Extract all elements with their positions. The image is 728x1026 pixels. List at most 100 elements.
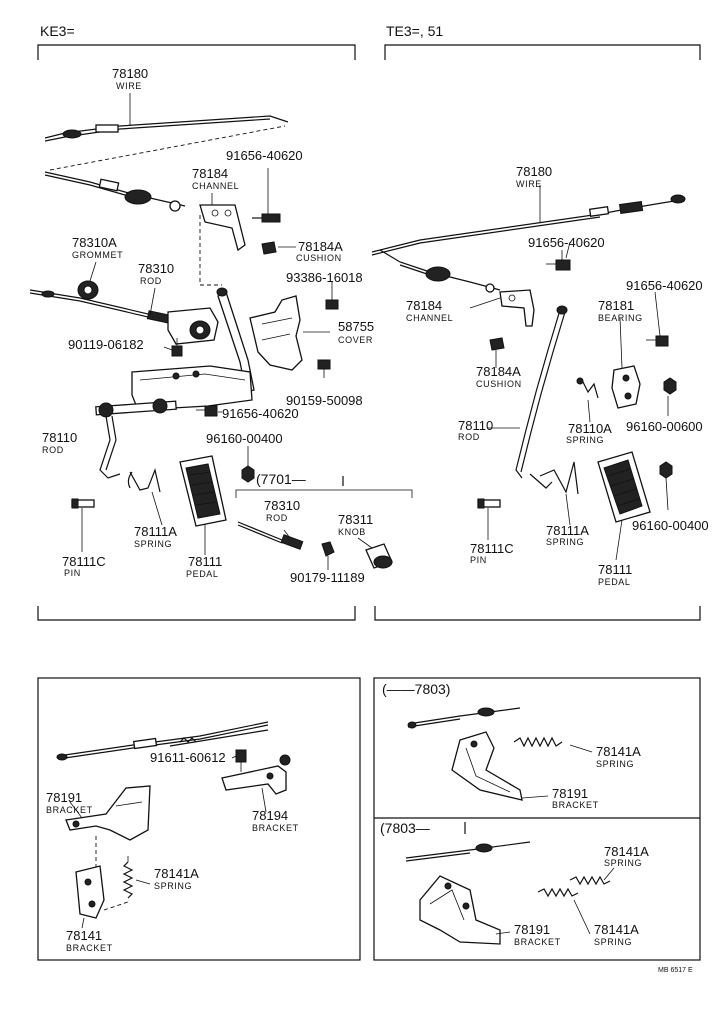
part-number-78141a-right-a: 78141A [596, 744, 641, 759]
cable-lower-right-a [407, 707, 521, 729]
bracket-78191-right-b [419, 875, 501, 945]
part-number-78141a-right-b: 78141A [594, 922, 639, 937]
part-number-78180-right: 78180 [516, 164, 552, 179]
bracket-78191-right-a [451, 731, 523, 801]
screw-91656-left [252, 205, 281, 223]
part-name-78310a: GROMMET [72, 250, 123, 260]
cable-lower-right-b [405, 841, 531, 862]
part-name-78184-left: CHANNEL [192, 181, 239, 191]
part-number-78181: 78181 [598, 298, 634, 313]
part-number-78191-right-b: 78191 [514, 922, 550, 937]
part-name-58755: COVER [338, 335, 373, 345]
part-number-78111c-right: 78111C [470, 541, 514, 556]
lower-right-panel-a [407, 707, 563, 801]
part-name-78191-right-b: BRACKET [514, 937, 561, 947]
lower-left-panel [56, 721, 291, 919]
channel-78184-left [199, 204, 246, 252]
part-name-78184a-right: CUSHION [476, 379, 522, 389]
bolt-91611 [235, 749, 247, 772]
part-name-78110-right: ROD [458, 432, 480, 442]
part-number-96160-right-b: 96160-00400 [632, 518, 709, 533]
part-number-78111a-left: 78111A [134, 524, 177, 539]
part-number-91656-left-a: 91656-40620 [226, 148, 303, 163]
part-name-78111-left: PEDAL [186, 569, 219, 579]
part-name-78191-right-a: BRACKET [552, 800, 599, 810]
spring-78110a [576, 377, 599, 399]
part-name-78110-left: ROD [42, 445, 64, 455]
part-number-78191-right-a: 78191 [552, 786, 588, 801]
spring-78141a-right-a [513, 736, 563, 748]
bracket-78194 [221, 754, 291, 795]
part-number-78191-lower-left: 78191 [46, 790, 82, 805]
part-number-91611: 91611-60612 [150, 750, 226, 765]
rod-78310-sub [237, 521, 335, 557]
te3-assembly [371, 194, 686, 523]
part-number-78180-left: 78180 [112, 66, 148, 81]
screw-91656-right-b [646, 335, 669, 347]
part-number-78110a: 78110A [568, 421, 612, 436]
part-name-78310-sub: ROD [266, 513, 288, 523]
bracket-78191-left [65, 785, 151, 841]
part-number-96160-left: 96160-00400 [206, 431, 283, 446]
part-name-78111c-right: PIN [470, 555, 487, 565]
part-number-78184-left: 78184 [192, 166, 228, 181]
part-number-78110-left: 78110 [42, 430, 77, 445]
part-name-78310-left: ROD [140, 276, 162, 286]
nut-96160-right-a [663, 377, 677, 395]
nut-96160-right-b [659, 461, 673, 479]
pedal-shaft-left [95, 398, 177, 418]
part-number-78184a-left: 78184A [298, 239, 343, 254]
bearing-78181 [611, 365, 641, 409]
part-name-78311: KNOB [338, 527, 366, 537]
grommet-78310a [77, 280, 99, 300]
part-number-90159: 90159-50098 [286, 393, 363, 408]
part-number-78141a-lower-left: 78141A [154, 866, 199, 881]
part-name-78184a-left: CUSHION [296, 253, 342, 263]
pedal-78111-right [597, 451, 651, 523]
wire-78180-left [44, 115, 289, 142]
part-number-78141: 78141 [66, 928, 102, 943]
part-number-91656-right-a: 91656-40620 [528, 235, 605, 250]
part-name-78111a-left: SPRING [134, 539, 172, 549]
part-name-78181: BEARING [598, 313, 643, 323]
part-number-90179: 90179-11189 [290, 570, 365, 585]
part-name-78191-lower-left: BRACKET [46, 805, 93, 815]
rod-78110-left [99, 415, 121, 479]
range-label-lower-right-a: (——7803) [382, 681, 450, 697]
part-number-78310-left: 78310 [138, 261, 174, 276]
range-label-left-sub: (7701— [256, 471, 306, 487]
section-brackets [37, 44, 701, 961]
labels-top-right: 78180 WIRE 91656-40620 78184 CHANNEL 916… [406, 164, 709, 587]
nut-96160-left [241, 465, 255, 483]
pedal-pivot-block [167, 307, 219, 345]
lower-right-panel-b [405, 841, 611, 945]
model-label-right: TE3=, 51 [386, 23, 443, 39]
part-name-78141a-right-a: SPRING [596, 759, 634, 769]
bolt-90159 [317, 359, 331, 378]
part-name-78141a-lower-left: SPRING [154, 881, 192, 891]
knob-78311 [365, 543, 393, 569]
wire-78180-right [371, 194, 686, 256]
range-label-lower-right-b: (7803— [380, 820, 430, 836]
channel-78184-right [499, 289, 535, 327]
labels-top-left: 78180 WIRE 91656-40620 78184 CHANNEL 783… [42, 66, 374, 585]
figure-code: MB 6517 E [658, 967, 693, 974]
pin-78111c-left [71, 498, 95, 509]
part-number-78141a-right-b-top: 78141A [604, 844, 649, 859]
spring-78141a-left [122, 856, 134, 899]
bolt-90119 [171, 338, 183, 357]
screw-91656-right-a [546, 250, 571, 271]
part-number-78111a-right: 78111A [546, 523, 589, 538]
part-number-78311: 78311 [338, 512, 373, 527]
part-name-78141a-right-b-top: SPRING [604, 858, 642, 868]
part-number-78194: 78194 [252, 808, 288, 823]
cushion-78184a-left [261, 241, 296, 255]
part-name-78111c-left: PIN [64, 568, 81, 578]
screw-91656-lower-left [196, 405, 218, 417]
spring-78111a-left [127, 467, 161, 493]
part-number-78310a: 78310A [72, 235, 117, 250]
part-number-78111c-left: 78111C [62, 554, 106, 569]
part-number-96160-right-a: 96160-00600 [626, 419, 703, 434]
